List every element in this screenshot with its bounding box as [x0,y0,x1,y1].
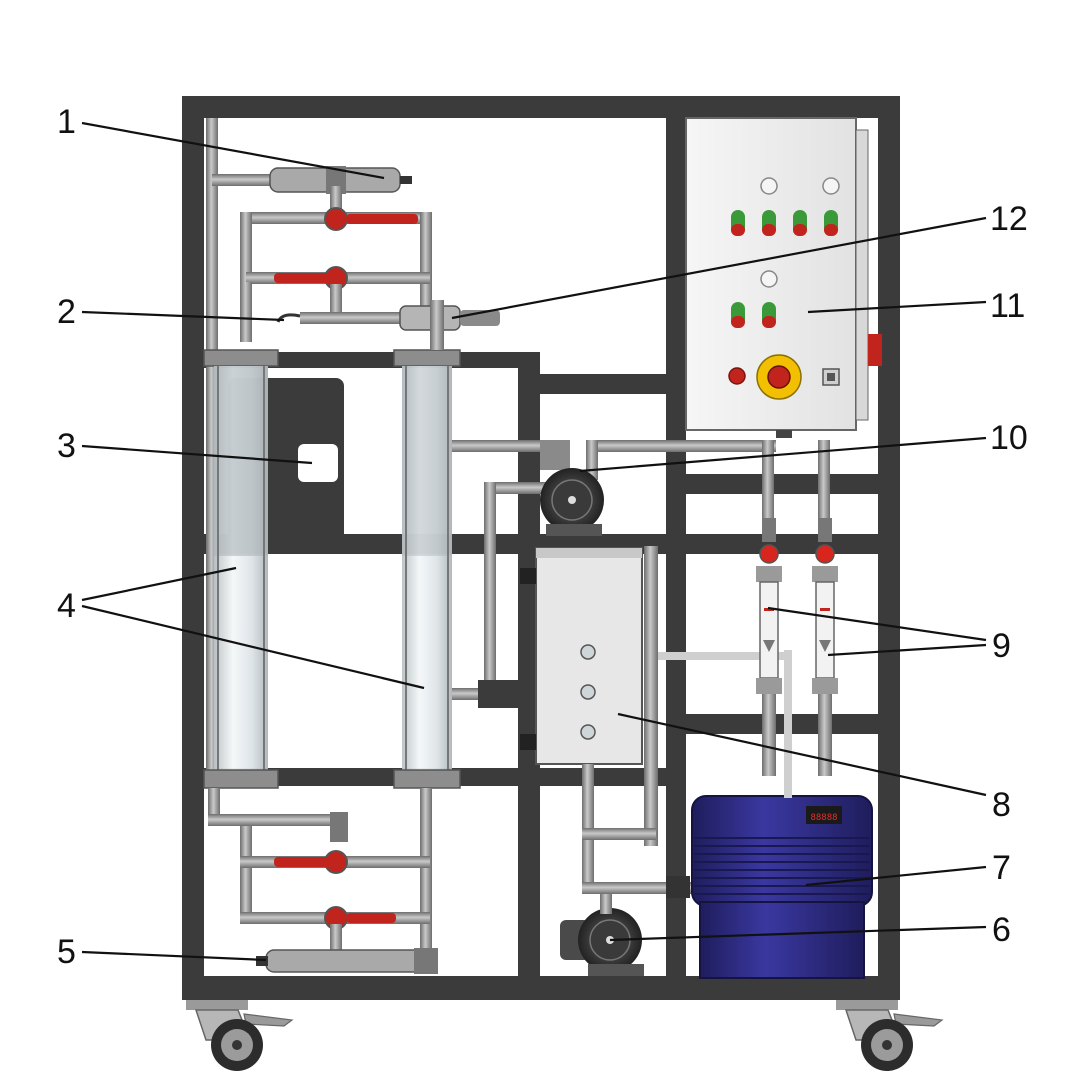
callout-2: 2 [57,293,76,331]
top-manifold [212,166,500,350]
callout-10: 10 [990,419,1028,457]
indicator-lamp-1 [760,177,778,195]
tank-7: 88888 [691,650,873,979]
alarm-lamp [728,367,746,385]
button-pair-3[interactable] [793,210,807,236]
bottom-manifold [208,788,438,974]
callout-4: 4 [57,587,76,625]
button-pair-6[interactable] [762,302,776,328]
caster-right [836,1000,944,1071]
flowmeter-right [812,518,838,776]
callout-6: 6 [992,911,1011,949]
callout-9: 9 [992,627,1011,665]
callout-5: 5 [57,933,76,971]
button-pair-2[interactable] [762,210,776,236]
caster-left [186,1000,294,1071]
indicator-lamp-3 [760,270,778,288]
button-pair-5[interactable] [731,302,745,328]
pump-10-assembly [452,440,830,708]
callout-8: 8 [992,786,1011,824]
callout-7: 7 [992,849,1011,887]
leader-lines [81,121,987,962]
callout-labels: 1 2 3 4 5 6 7 8 9 10 11 12 [57,103,1028,971]
heater-8 [520,546,790,898]
button-pair-1[interactable] [731,210,745,236]
callout-1: 1 [57,103,76,141]
tank-display-readout: 88888 [810,813,837,823]
callout-11: 11 [990,287,1025,325]
callout-3: 3 [57,427,76,465]
control-panel-11 [685,117,882,438]
column-right [393,349,461,789]
button-pair-4[interactable] [824,210,838,236]
callout-12: 12 [990,200,1028,238]
pump-6 [560,894,644,976]
item-3-window [298,444,338,482]
column-left [203,349,279,789]
emergency-stop-button[interactable] [767,365,791,389]
indicator-lamp-2 [822,177,840,195]
flowmeter-left [756,518,782,776]
